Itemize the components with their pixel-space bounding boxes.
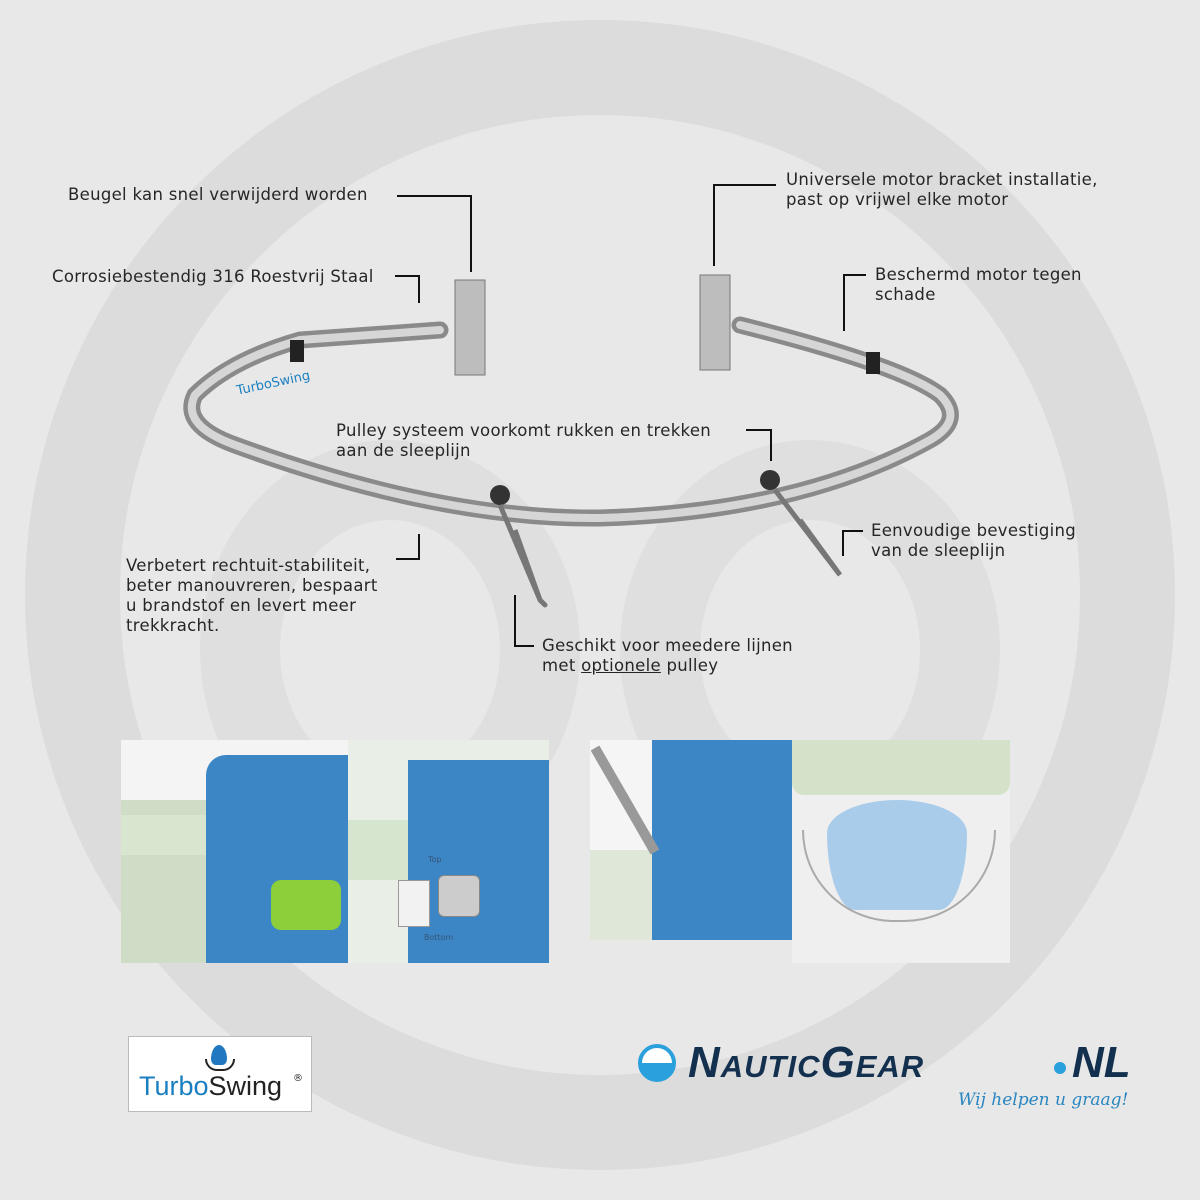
callout-protect: Beschermd motor tegen schade: [875, 265, 1082, 305]
connector-line: [746, 429, 772, 431]
turboswing-base-icon: [205, 1059, 235, 1071]
left-bracket: [454, 279, 486, 376]
callout-line: Geschikt voor meedere lijnen: [542, 636, 793, 655]
callout-line: Eenvoudige bevestiging: [871, 521, 1077, 540]
install-step-drill: [121, 740, 348, 963]
callout-line: beter manouvreren, bespaart: [126, 576, 378, 595]
connector-line: [713, 184, 715, 266]
install-step-insert-bar: [590, 740, 792, 940]
left-snap-hook: [497, 504, 548, 608]
connector-line: [418, 534, 420, 560]
callout-line: van de sleeplijn: [871, 541, 1006, 560]
left-pulley: [490, 485, 510, 505]
callout-pulley: Pulley systeem voorkomt rukken en trekke…: [336, 421, 711, 461]
connector-line: [396, 558, 420, 560]
connector-line: [843, 274, 866, 276]
callout-line: schade: [875, 285, 936, 304]
wave-icon: [638, 1044, 676, 1082]
connector-line: [395, 275, 420, 277]
connector-line: [514, 595, 516, 647]
install-top-view: [792, 740, 1010, 963]
callout-stainless: Corrosiebestendig 316 Roestvrij Staal: [52, 267, 374, 286]
callout-line: Universele motor bracket installatie,: [786, 170, 1098, 189]
turboswing-turbo: Turbo: [139, 1071, 209, 1101]
callout-line: past op vrijwel elke motor: [786, 190, 1009, 209]
callout-improve: Verbetert rechtuit-stabiliteit, beter ma…: [126, 556, 378, 636]
callout-line: Beschermd motor tegen: [875, 265, 1082, 284]
motor-mount: [652, 740, 792, 940]
nauticgear-slogan: Wij helpen u graag!: [958, 1090, 1129, 1110]
right-bracket: [699, 274, 731, 371]
text: pulley: [660, 656, 719, 675]
connector-line: [397, 195, 472, 197]
turboswing-logo: TurboSwing ®: [128, 1036, 312, 1112]
nauticgear-logo: NauticGear NL Wij helpen u graag!: [636, 1038, 1156, 1115]
connector-line: [470, 195, 472, 272]
connector-line: [843, 274, 845, 331]
callout-line: u brandstof en levert meer: [126, 596, 357, 615]
right-snap-hook: [773, 488, 843, 577]
callout-line: met optionele pulley: [542, 656, 793, 676]
connector-line: [842, 530, 863, 532]
drill: [271, 880, 341, 930]
callout-line: Pulley systeem voorkomt rukken en trekke…: [336, 421, 712, 440]
connector-line: [418, 275, 420, 303]
optional-link: optionele: [581, 656, 661, 675]
callout-universal: Universele motor bracket installatie, pa…: [786, 170, 1098, 210]
connector-line: [842, 530, 844, 556]
nauticgear-wordmark: NauticGear: [688, 1038, 925, 1087]
callout-line: aan de sleeplijn: [336, 441, 471, 460]
callout-quick-remove: Beugel kan snel verwijderd worden: [68, 185, 368, 204]
top-label: Top: [428, 855, 442, 864]
nauticgear-tld: NL: [1072, 1038, 1131, 1087]
right-clamp: [866, 352, 880, 374]
registered-mark: ®: [293, 1073, 303, 1084]
connector-line: [713, 184, 776, 186]
right-pulley: [760, 470, 780, 490]
callout-line: Verbetert rechtuit-stabiliteit,: [126, 556, 371, 575]
install-step-mount: Top Bottom: [348, 740, 549, 963]
callout-attach: Eenvoudige bevestiging van de sleeplijn: [871, 521, 1076, 561]
text: met: [542, 656, 582, 675]
dot-icon: [1054, 1062, 1066, 1074]
connector-line: [770, 429, 772, 461]
connector-line: [514, 645, 534, 647]
callout-multiple-lines: Geschikt voor meedere lijnen met optione…: [542, 636, 793, 676]
callout-line: trekkracht.: [126, 616, 220, 635]
motor-mount: [408, 760, 549, 963]
left-clamp: [290, 340, 304, 362]
motor-mount: [206, 755, 348, 963]
bottom-label: Bottom: [424, 933, 454, 942]
bar-top: [802, 830, 996, 922]
turboswing-swing: Swing: [208, 1071, 283, 1101]
